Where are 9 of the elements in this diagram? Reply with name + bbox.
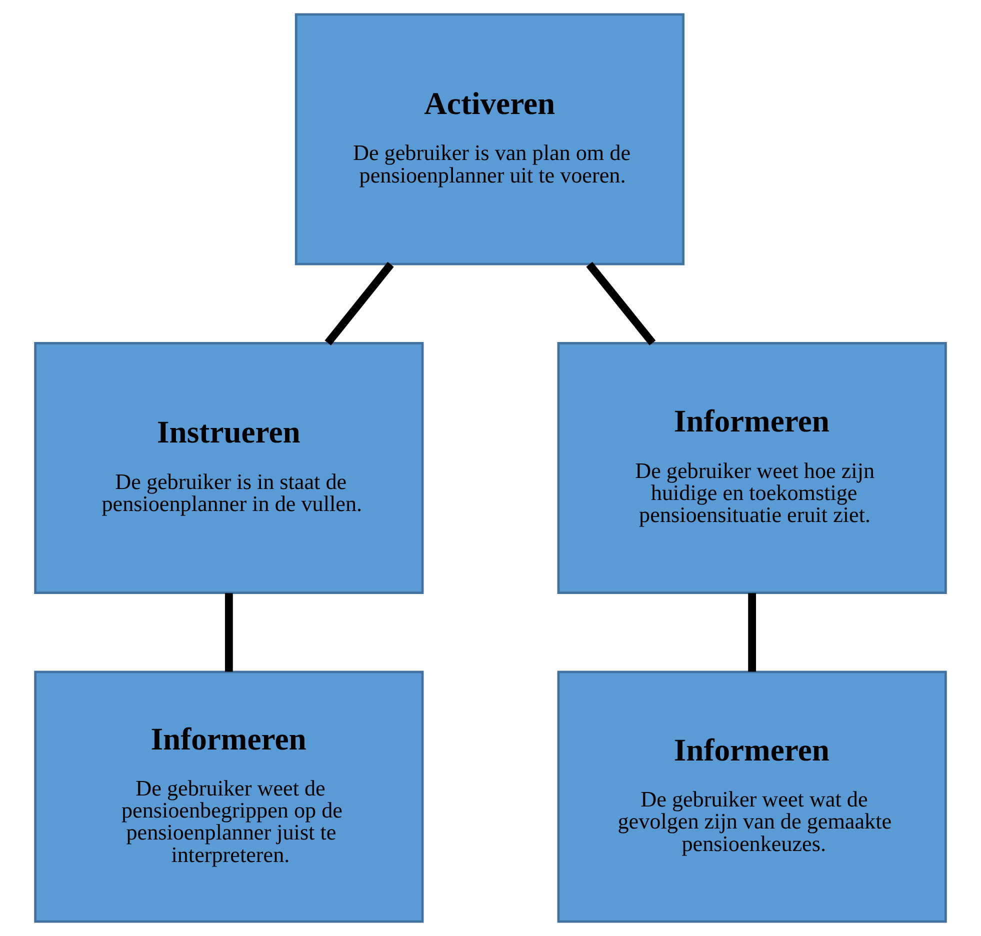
connector <box>586 262 656 346</box>
connector <box>324 262 394 346</box>
node-box: Informeren De gebruiker weet wat de gevolgen zijn van de gemaakte pensioenkeuzes. <box>557 670 947 923</box>
node-box: Informeren De gebruiker weet de pensioenbegrippen op de pensioenplanner juist te interpreteren. <box>34 670 424 923</box>
connector <box>224 593 233 672</box>
connector <box>748 593 756 672</box>
node-box: Activeren De gebruiker is van plan om de pensioenplanner uit te voeren. <box>294 13 684 266</box>
node-box: Instrueren De gebruiker is in staat de pensioenplanner in de vullen. <box>34 342 424 594</box>
node-box: Informeren De gebruiker weet hoe zijn huidige en toekomstige pensioensituatie eruit ziet. <box>557 342 947 594</box>
